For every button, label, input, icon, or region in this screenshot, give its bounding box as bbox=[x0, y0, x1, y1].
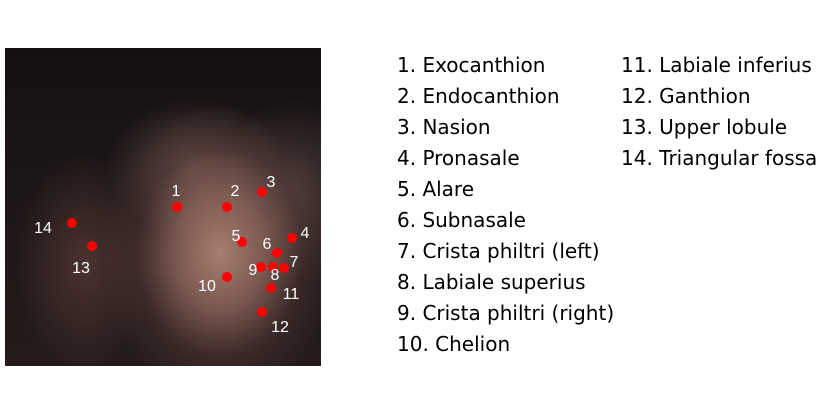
landmark-number: 3 bbox=[267, 174, 276, 191]
landmark-number: 1 bbox=[172, 183, 181, 200]
landmark-marker bbox=[222, 272, 232, 282]
legend-item: 5. Alare bbox=[397, 177, 475, 201]
landmark-14: 14 bbox=[34, 218, 77, 237]
legend-item: 1. Exocanthion bbox=[397, 53, 546, 77]
landmark-marker bbox=[257, 187, 267, 197]
legend-item: 9. Crista philtri (right) bbox=[397, 301, 615, 325]
legend-item: 13. Upper lobule bbox=[621, 115, 788, 139]
landmark-number: 6 bbox=[263, 236, 272, 253]
landmark-9: 9 bbox=[249, 262, 266, 279]
landmark-number: 9 bbox=[249, 262, 258, 279]
landmark-marker bbox=[67, 218, 77, 228]
landmark-marker bbox=[268, 262, 278, 272]
landmark-number: 13 bbox=[72, 260, 90, 277]
legend-item: 8. Labiale superius bbox=[397, 270, 586, 294]
landmark-8: 8 bbox=[268, 262, 280, 284]
landmark-4: 4 bbox=[287, 225, 310, 243]
landmark-number: 7 bbox=[290, 254, 299, 271]
landmark-marker bbox=[287, 233, 297, 243]
landmark-marker bbox=[272, 248, 282, 258]
landmark-number: 2 bbox=[231, 183, 240, 200]
landmark-number: 12 bbox=[271, 319, 289, 336]
landmark-marker bbox=[279, 263, 289, 273]
legend-item: 7. Crista philtri (left) bbox=[397, 239, 600, 263]
legend-item: 2. Endocanthion bbox=[397, 84, 560, 108]
legend-item: 12. Ganthion bbox=[621, 84, 751, 108]
legend-item: 11. Labiale inferius bbox=[621, 53, 812, 77]
landmark-number: 10 bbox=[198, 278, 216, 295]
landmark-marker bbox=[237, 237, 247, 247]
landmark-13: 13 bbox=[72, 241, 97, 277]
landmark-number: 4 bbox=[301, 225, 310, 242]
legend-item: 10. Chelion bbox=[397, 332, 511, 356]
landmark-number: 11 bbox=[283, 286, 300, 303]
legend-item: 3. Nasion bbox=[397, 115, 491, 139]
legend-item: 14. Triangular fossa bbox=[621, 146, 818, 170]
landmark-number: 5 bbox=[232, 228, 241, 245]
landmark-marker bbox=[222, 202, 232, 212]
landmark-2: 2 bbox=[222, 183, 240, 212]
landmark-marker bbox=[266, 283, 276, 293]
landmark-marker bbox=[256, 262, 266, 272]
landmark-number: 14 bbox=[34, 220, 52, 237]
landmark-12: 12 bbox=[257, 307, 289, 336]
landmark-marker bbox=[87, 241, 97, 251]
landmark-7: 7 bbox=[279, 254, 299, 273]
landmark-11: 11 bbox=[266, 283, 299, 303]
landmark-number: 8 bbox=[271, 267, 280, 284]
legend-item: 4. Pronasale bbox=[397, 146, 520, 170]
landmark-5: 5 bbox=[232, 228, 247, 247]
landmark-6: 6 bbox=[263, 236, 282, 258]
landmark-10: 10 bbox=[198, 272, 232, 295]
landmark-3: 3 bbox=[257, 174, 276, 197]
landmark-marker bbox=[172, 202, 182, 212]
landmark-marker bbox=[257, 307, 267, 317]
landmark-1: 1 bbox=[172, 183, 182, 212]
legend-item: 6. Subnasale bbox=[397, 208, 526, 232]
